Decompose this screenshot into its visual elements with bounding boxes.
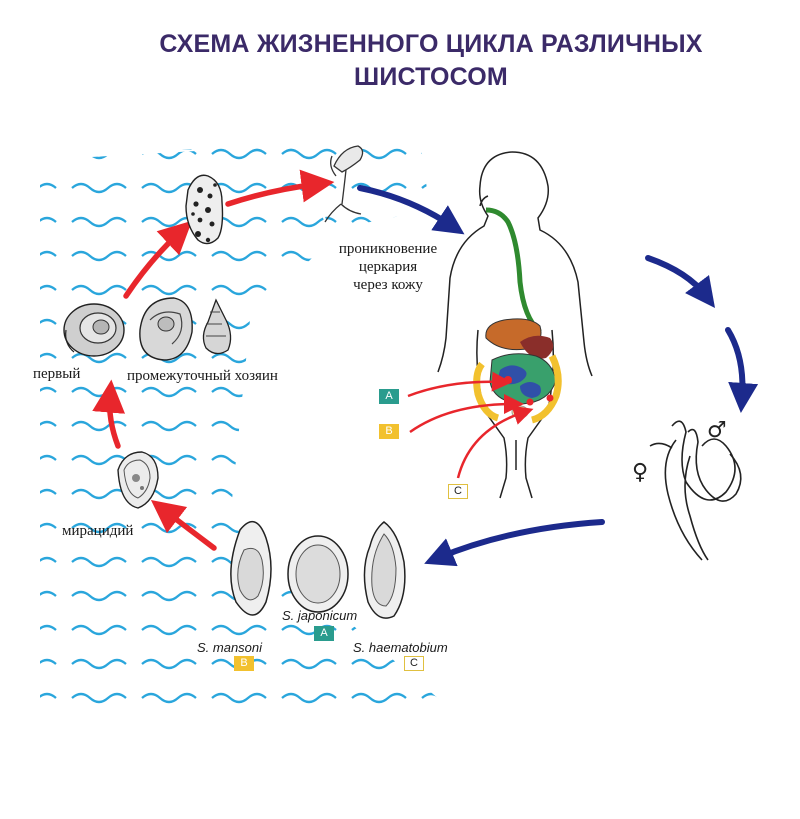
title-line-1: СХЕМА ЖИЗНЕННОГО ЦИКЛА РАЗЛИЧНЫХ bbox=[159, 30, 703, 58]
sporocyst-icon bbox=[185, 174, 224, 245]
female-symbol-icon: ♀ bbox=[632, 460, 649, 485]
cercaria-penetration-label: проникновение церкария через кожу bbox=[323, 240, 453, 294]
species-haematobium-label: S. haematobium bbox=[353, 640, 448, 655]
arrow-sporocyst-to-cercaria bbox=[225, 169, 335, 207]
egg-haematobium-icon bbox=[363, 521, 406, 619]
badge-a-japonicum: A bbox=[314, 626, 334, 641]
badge-c-haematobium: C bbox=[404, 656, 424, 671]
pointer-a bbox=[407, 371, 512, 398]
digestive-tract-icon bbox=[473, 207, 562, 424]
red-arrows bbox=[92, 169, 335, 551]
title-line-2: ШИСТОСОМ bbox=[354, 63, 508, 91]
egg-japonicum-icon bbox=[287, 535, 349, 613]
intermediate-host-label: промежуточный хозяин bbox=[127, 368, 278, 384]
species-japonicum-label: S. japonicum bbox=[282, 608, 358, 623]
arrow-egg-to-miracidium bbox=[150, 499, 217, 551]
adult-schistosomes-icon bbox=[649, 420, 742, 561]
snail-planorbis-icon bbox=[63, 303, 125, 357]
pointer-c bbox=[456, 405, 534, 479]
miracidium-label: мирацидий bbox=[62, 523, 134, 539]
cercaria-label-line-3: через кожу bbox=[353, 277, 423, 293]
snail-biomphalaria-icon bbox=[139, 297, 193, 361]
badge-c-organs: C bbox=[448, 484, 468, 499]
cercaria-label-line-2: церкария bbox=[358, 259, 418, 275]
badge-a-organs: A bbox=[379, 389, 399, 404]
water-waves bbox=[40, 140, 440, 720]
species-mansoni-label: S. mansoni bbox=[197, 640, 263, 655]
cercaria-label-line-1: проникновение bbox=[338, 241, 438, 257]
arrow-adults-to-eggs bbox=[424, 519, 605, 567]
arrow-miracidium-to-snail bbox=[92, 379, 126, 449]
arrow-snail-to-sporocyst bbox=[123, 220, 193, 299]
blue-arrows bbox=[357, 185, 759, 567]
miracidium-icon bbox=[117, 451, 159, 509]
snail-bulinus-icon bbox=[202, 298, 232, 355]
cercaria-icon bbox=[324, 145, 364, 223]
first-label: первый bbox=[33, 366, 81, 382]
badge-b-mansoni: B bbox=[234, 656, 254, 671]
badge-b-organs: B bbox=[379, 424, 399, 439]
egg-mansoni-icon bbox=[230, 521, 272, 616]
pointer-b bbox=[409, 394, 524, 434]
arrow-human-to-adults-2 bbox=[725, 327, 759, 413]
arrow-human-to-adults-1 bbox=[645, 255, 716, 308]
organ-pointer-arrows bbox=[407, 371, 534, 479]
arrow-cercaria-to-human bbox=[357, 185, 465, 235]
male-symbol-icon: ♂ bbox=[707, 418, 727, 443]
